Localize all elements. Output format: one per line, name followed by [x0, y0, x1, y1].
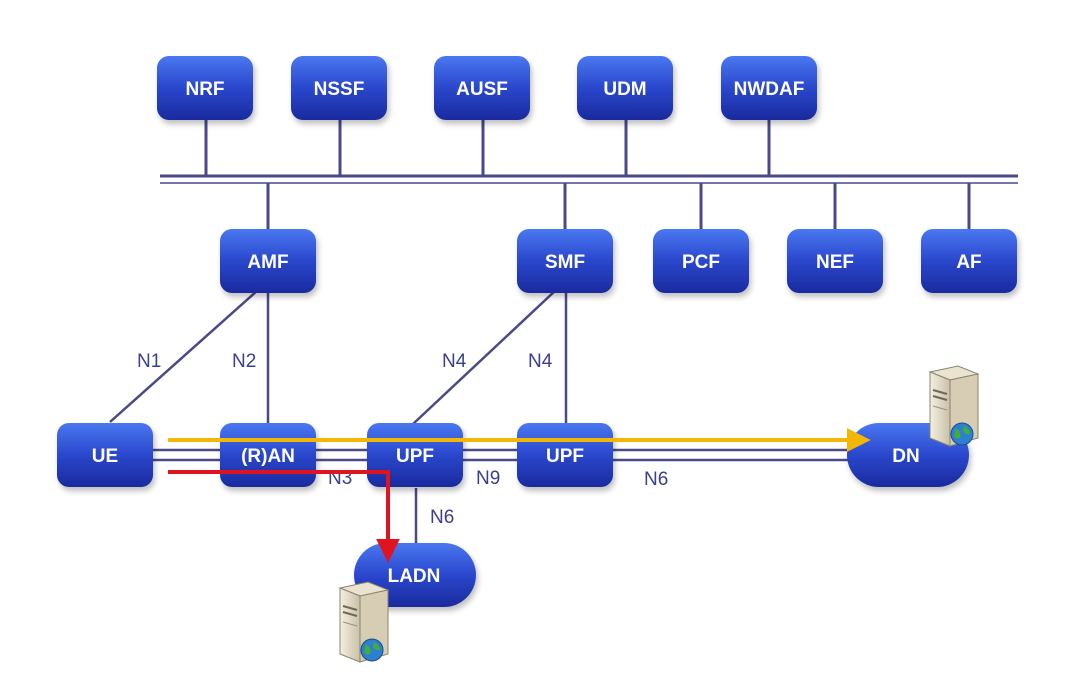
node-nrf: NRF	[157, 56, 253, 120]
node-upf-1: UPF	[367, 423, 463, 487]
dn-server-icon	[928, 365, 980, 447]
node-nwdaf: NWDAF	[721, 56, 817, 120]
service-bus	[160, 118, 1018, 230]
node-af-label: AF	[956, 252, 981, 273]
node-amf: AMF	[220, 229, 316, 293]
node-nssf: NSSF	[291, 56, 387, 120]
node-ue-label: UE	[92, 446, 118, 467]
node-amf-label: AMF	[247, 252, 288, 273]
node-dn-label: DN	[892, 446, 919, 467]
red-data-path	[168, 470, 400, 563]
node-ran: (R)AN	[220, 423, 316, 487]
node-upf-2-label: UPF	[546, 446, 584, 467]
node-ue: UE	[57, 423, 153, 487]
ladn-server-icon	[338, 581, 390, 663]
label-n4-b: N4	[528, 351, 553, 372]
node-nssf-label: NSSF	[314, 79, 365, 100]
label-n6-dn: N6	[644, 469, 668, 490]
label-n9: N9	[476, 468, 500, 489]
node-af: AF	[921, 229, 1017, 293]
label-n1: N1	[137, 351, 161, 372]
node-nef: NEF	[787, 229, 883, 293]
node-smf-label: SMF	[545, 252, 585, 273]
link-n4-a	[412, 289, 557, 425]
node-upf-2: UPF	[517, 423, 613, 487]
node-pcf: PCF	[653, 229, 749, 293]
node-upf-1-label: UPF	[396, 446, 434, 467]
label-n6-ladn: N6	[430, 507, 454, 528]
node-ausf-label: AUSF	[456, 79, 508, 100]
label-n4-a: N4	[442, 351, 467, 372]
node-nef-label: NEF	[816, 252, 854, 273]
node-ausf: AUSF	[434, 56, 530, 120]
node-udm-label: UDM	[603, 79, 646, 100]
node-nwdaf-label: NWDAF	[734, 79, 805, 100]
node-pcf-label: PCF	[682, 252, 720, 273]
node-ladn-label: LADN	[388, 566, 441, 587]
node-nrf-label: NRF	[185, 79, 224, 100]
link-n1	[109, 289, 259, 423]
node-ran-label: (R)AN	[241, 446, 295, 467]
node-udm: UDM	[577, 56, 673, 120]
label-n2: N2	[232, 351, 256, 372]
node-smf: SMF	[517, 229, 613, 293]
interface-links	[109, 289, 850, 546]
